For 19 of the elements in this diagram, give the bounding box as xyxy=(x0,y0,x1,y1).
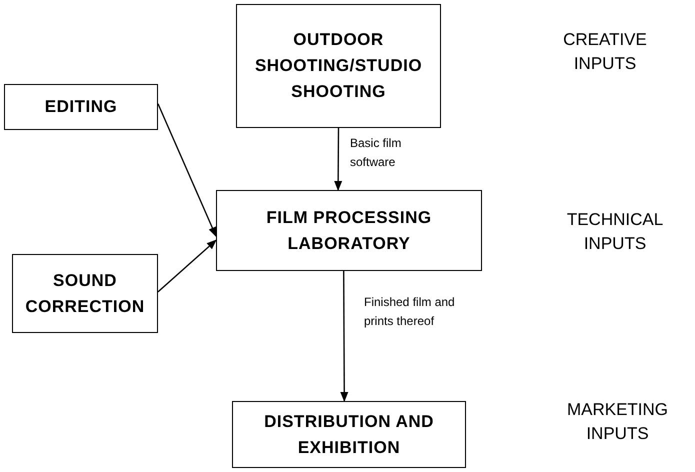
box-label: EDITING xyxy=(44,96,118,118)
arrow xyxy=(158,240,217,292)
process-box xyxy=(12,254,158,333)
process-box xyxy=(232,401,466,468)
arrow xyxy=(334,128,342,191)
box-label: SOUND CORRECTION xyxy=(24,270,146,318)
edge-label: Basic film software xyxy=(350,135,402,171)
edge-label: Finished film and prints thereof xyxy=(364,294,456,330)
arrow xyxy=(340,271,348,402)
process-box xyxy=(4,84,158,130)
stage-label: MARKETING INPUTS xyxy=(566,399,670,445)
stage-label: TECHNICAL INPUTS xyxy=(566,209,664,255)
box-label: OUTDOOR SHOOTING/STUDIO SHOOTING xyxy=(254,29,424,103)
process-box xyxy=(236,4,441,128)
arrow xyxy=(157,104,217,238)
process-box xyxy=(216,190,482,271)
box-label: FILM PROCESSING LABORATORY xyxy=(265,206,433,254)
stage-label: CREATIVE INPUTS xyxy=(562,29,648,75)
box-label: DISTRIBUTION AND EXHIBITION xyxy=(263,410,435,458)
